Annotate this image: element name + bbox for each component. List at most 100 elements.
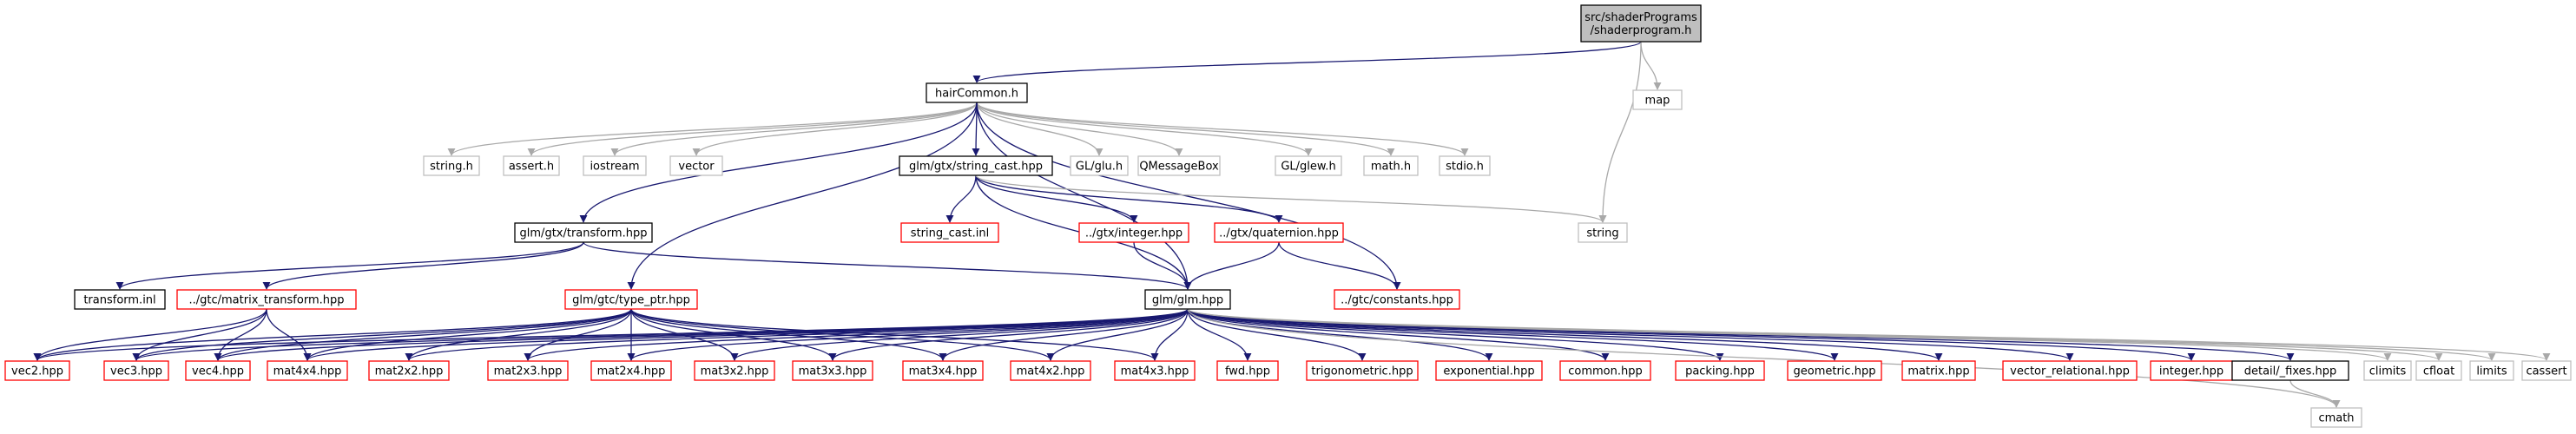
edge-string_cast_hpp-to-quaternion: [975, 174, 1283, 223]
node-box: [2231, 360, 2349, 381]
node-mat3x4[interactable]: mat3x4.hpp: [902, 360, 984, 381]
node-box: [1901, 360, 1976, 381]
node-mat3x3[interactable]: mat3x3.hpp: [792, 360, 873, 381]
node-vec4[interactable]: vec4.hpp: [185, 360, 251, 381]
node-trigonometric[interactable]: trigonometric.hpp: [1306, 360, 1419, 381]
node-exponential[interactable]: exponential.hpp: [1435, 360, 1543, 381]
node-label: climits: [2369, 365, 2407, 378]
edge-hairCommon-to-glew_h: [976, 102, 1313, 156]
edge-hairCommon-to-transform_hpp: [579, 102, 978, 223]
node-label: GL/glu.h: [1076, 161, 1123, 174]
edge-glm_hpp-to-mat3x2: [730, 308, 1189, 361]
node-vector: vector: [669, 155, 723, 176]
node-root[interactable]: src/shaderPrograms/shaderprogram.h: [1580, 4, 1702, 43]
node-integer-hpp[interactable]: integer.hpp: [2150, 360, 2233, 381]
node-transform-inl[interactable]: transform.inl: [74, 289, 166, 310]
edge-type_ptr-to-mat2x2: [405, 308, 632, 361]
node-box: [2310, 407, 2362, 428]
node-hairCommon[interactable]: hairCommon.h: [926, 82, 1028, 103]
node-transform-hpp[interactable]: glm/gtx/transform.hpp: [514, 222, 653, 243]
node-cfloat: cfloat: [2415, 360, 2462, 381]
edge-glm_hpp-to-detail_fixes: [1187, 308, 2295, 361]
node-box: [2363, 360, 2412, 381]
edge-quaternion-to-glm_hpp: [1183, 241, 1280, 290]
node-label: glm/gtx/transform.hpp: [520, 227, 648, 240]
node-climits: climits: [2363, 360, 2412, 381]
node-label: src/shaderPrograms: [1584, 11, 1697, 24]
node-label: /shaderprogram.h: [1591, 24, 1692, 37]
node-box: [926, 82, 1028, 103]
node-box: [792, 360, 873, 381]
node-box: [902, 360, 984, 381]
node-detail-fixes[interactable]: detail/_fixes.hpp: [2231, 360, 2349, 381]
node-quaternion[interactable]: ../gtx/quaternion.hpp: [1214, 222, 1344, 243]
edge-string_cast_hpp-to-string_cast_inl: [945, 174, 977, 223]
node-string-cast-hpp[interactable]: glm/gtx/string_cast.hpp: [899, 155, 1053, 176]
edge-hairCommon-to-vector: [692, 102, 978, 156]
node-mat2x3[interactable]: mat2x3.hpp: [487, 360, 569, 381]
node-glm-hpp[interactable]: glm/glm.hpp: [1144, 289, 1231, 310]
node-label: vector: [678, 161, 715, 174]
node-mat3x2[interactable]: mat3x2.hpp: [694, 360, 775, 381]
node-label: exponential.hpp: [1443, 365, 1534, 378]
node-type-ptr[interactable]: glm/gtc/type_ptr.hpp: [564, 289, 698, 310]
edge-string_cast_hpp-to-integer_gtx: [975, 174, 1138, 223]
edge-glm_hpp-to-geometric: [1187, 308, 1839, 361]
edge-hairCommon-to-constants: [976, 102, 1401, 290]
node-label: detail/_fixes.hpp: [2244, 365, 2337, 378]
edge-hairCommon-to-type_ptr: [627, 102, 978, 290]
node-fwd[interactable]: fwd.hpp: [1216, 360, 1279, 381]
node-box: [487, 360, 569, 381]
edge-hairCommon-to-stdio_h: [976, 102, 1469, 156]
edge-hairCommon-to-assert_h: [527, 102, 978, 156]
node-vec3[interactable]: vec3.hpp: [103, 360, 169, 381]
edge-hairCommon-to-iostream: [610, 102, 978, 156]
node-label: mat2x2.hpp: [375, 365, 444, 378]
node-box: [1675, 360, 1765, 381]
node-integer-gtx[interactable]: ../gtx/integer.hpp: [1078, 222, 1189, 243]
node-common[interactable]: common.hpp: [1559, 360, 1651, 381]
node-box: [185, 360, 251, 381]
edge-glm_hpp-to-mat4x3: [1150, 308, 1189, 361]
node-box: [1144, 289, 1231, 310]
edge-type_ptr-to-vec4: [214, 308, 632, 361]
node-mat4x4[interactable]: mat4x4.hpp: [267, 360, 348, 381]
edge-hairCommon-to-qmessagebox: [976, 102, 1183, 156]
node-label: string_cast.inl: [911, 227, 989, 240]
node-mat2x2[interactable]: mat2x2.hpp: [368, 360, 450, 381]
node-box: [514, 222, 653, 243]
node-mat4x2[interactable]: mat4x2.hpp: [1010, 360, 1091, 381]
edge-glm_hpp-to-mat3x4: [939, 308, 1189, 361]
node-mat2x4[interactable]: mat2x4.hpp: [590, 360, 672, 381]
node-map: map: [1632, 89, 1683, 110]
node-box: [1580, 4, 1702, 43]
edge-hairCommon-to-string_h: [447, 102, 978, 156]
edge-transform_hpp-to-glm_hpp: [583, 241, 1192, 290]
node-box: [2002, 360, 2138, 381]
node-iostream: iostream: [583, 155, 647, 176]
node-constants[interactable]: ../gtc/constants.hpp: [1334, 289, 1460, 310]
node-label: iostream: [590, 161, 639, 174]
node-box: [694, 360, 775, 381]
node-box: [1559, 360, 1651, 381]
node-mat4x3[interactable]: mat4x3.hpp: [1114, 360, 1196, 381]
node-packing[interactable]: packing.hpp: [1675, 360, 1765, 381]
node-vector-relational[interactable]: vector_relational.hpp: [2002, 360, 2138, 381]
edge-matrix_transform-to-vec2: [33, 308, 267, 361]
node-box: [1439, 155, 1491, 176]
edge-glm_hpp-to-mat4x4: [303, 308, 1189, 361]
node-box: [503, 155, 560, 176]
edge-transform_hpp-to-transform_inl: [115, 241, 584, 290]
edge-detail_fixes-to-cmath: [2289, 379, 2341, 408]
edge-glm_hpp-to-mat3x3: [828, 308, 1189, 361]
node-label: string.h: [430, 161, 473, 174]
edge-root-to-string: [1598, 41, 1642, 223]
edge-glm_hpp-to-common: [1187, 308, 1610, 361]
node-string-cast-inl[interactable]: string_cast.inl: [900, 222, 999, 243]
node-matrix[interactable]: matrix.hpp: [1901, 360, 1976, 381]
edge-integer_gtx-to-glm_hpp: [1133, 241, 1192, 290]
node-box: [1070, 155, 1129, 176]
node-vec2[interactable]: vec2.hpp: [4, 360, 70, 381]
node-matrix-transform[interactable]: ../gtc/matrix_transform.hpp: [176, 289, 357, 310]
node-geometric[interactable]: geometric.hpp: [1787, 360, 1882, 381]
